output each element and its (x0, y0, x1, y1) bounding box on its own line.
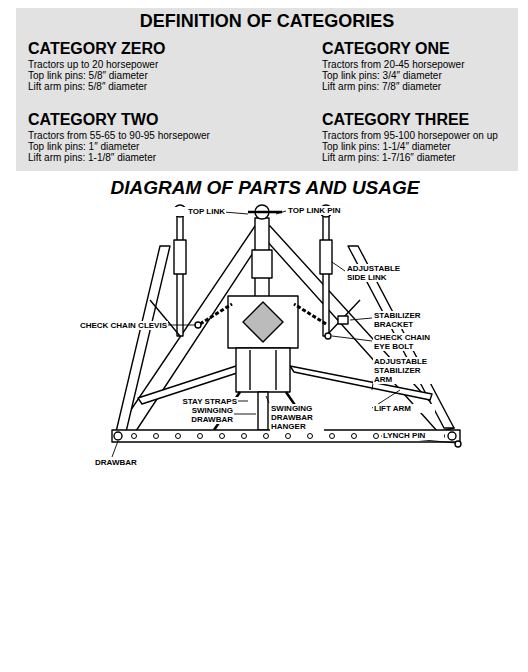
drawbar-hole (242, 434, 247, 439)
mast-plate (228, 296, 298, 348)
drawbar-hole (352, 434, 357, 439)
category-heading: CATEGORY THREE (322, 111, 469, 128)
side-link-foot (150, 300, 180, 336)
part-label: DRAWBAR (94, 458, 156, 467)
check-chain (200, 304, 232, 324)
lynch-pin (455, 441, 461, 447)
part-label: CHECK CHAIN EYE BOLT (373, 333, 447, 351)
panel-heading: DEFINITION OF CATEGORIES (16, 12, 518, 31)
category-line: Lift arm pins: 7/8″ diameter (322, 81, 441, 92)
part-label: CHECK CHAIN CLEVIS (70, 321, 168, 330)
category-line: Top link pins: 1″ diameter (28, 141, 139, 152)
drawbar-pin (448, 432, 456, 440)
stabilizer-bracket (338, 316, 348, 324)
category-line: Lift arm pins: 1-1/8″ diameter (28, 152, 156, 163)
top-link-barrel (252, 250, 272, 278)
check-chain-eye-bolt (325, 333, 331, 339)
part-label: SWINGING DRAWBAR HANGER (270, 404, 324, 431)
part-label: STAY STRAPS (176, 397, 238, 406)
drawbar-hole (198, 434, 203, 439)
drawbar-hole (264, 434, 269, 439)
drawbar-hole (132, 434, 137, 439)
leader-lines (112, 211, 456, 457)
side-link (177, 216, 183, 336)
turnbuckle (174, 240, 186, 274)
hanger-rib (275, 350, 276, 390)
hanger-box (236, 348, 290, 392)
part-label: LIFT ARM (373, 404, 435, 413)
category-line: Tractors from 95-100 horsepower on up (322, 130, 498, 141)
part-label: TOP LINK (170, 207, 226, 216)
hanger-rib (249, 350, 250, 390)
part-label: TOP LINK PIN (287, 206, 349, 215)
drawbar (112, 430, 460, 442)
drawbar-hole (286, 434, 291, 439)
top-link-pin (248, 211, 282, 214)
swinging-drawbar (258, 392, 268, 430)
category-panel: DEFINITION OF CATEGORIES CATEGORY ZERO Tra… (16, 8, 518, 171)
part-label: ADJUSTABLE SIDE LINK (346, 264, 412, 282)
category-heading: CATEGORY ONE (322, 40, 450, 57)
part-label: STABILIZER BRACKET (373, 311, 437, 329)
drawbar-hole (374, 434, 379, 439)
drawbar-hole (330, 434, 335, 439)
category-line: Tractors from 20-45 horsepower (322, 59, 464, 70)
plate-diamond (243, 302, 283, 342)
category-line: Lift arm pins: 1-7/16″ diameter (322, 152, 456, 163)
part-label: LYNCH PIN (382, 431, 444, 440)
side-link (323, 216, 329, 336)
side-link-foot (326, 300, 360, 336)
drawbar-hole (308, 434, 313, 439)
category-line: Top link pins: 1-1/4″ diameter (322, 141, 451, 152)
part-label: SWINGING DRAWBAR (180, 406, 234, 424)
drawbar-pin (114, 432, 122, 440)
category-heading: CATEGORY ZERO (28, 40, 166, 57)
category-line: Top link pins: 5/8″ diameter (28, 70, 148, 81)
section-heading: DIAGRAM OF PARTS AND USAGE (64, 176, 466, 199)
category-line: Top link pins: 3/4″ diameter (322, 70, 442, 81)
drawbar-hole (176, 434, 181, 439)
check-chain (294, 304, 326, 324)
category-heading: CATEGORY TWO (28, 111, 158, 128)
drawbar-hole (220, 434, 225, 439)
part-label: ADJUSTABLE STABILIZER ARM (373, 357, 439, 384)
drawbar-hole (154, 434, 159, 439)
category-line: Tractors from 55-65 to 90-95 horsepower (28, 130, 210, 141)
turnbuckle (320, 240, 332, 274)
category-line: Lift arm pins: 5/8″ diameter (28, 81, 147, 92)
category-line: Tractors up to 20 horsepower (28, 59, 158, 70)
